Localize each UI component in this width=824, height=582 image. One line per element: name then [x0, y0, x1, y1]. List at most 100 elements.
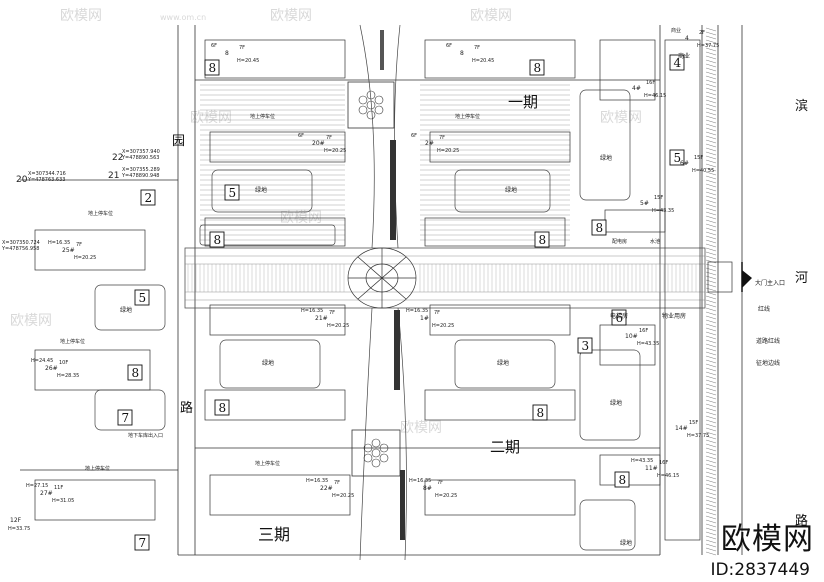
block-number-box — [591, 219, 607, 236]
building-height: H=20.25 — [327, 323, 349, 329]
block-number-text: 8 — [539, 233, 547, 247]
building-floors: 7F — [326, 135, 332, 141]
building-height: H=20.25 — [432, 323, 454, 329]
block-number-text: 3 — [582, 339, 590, 353]
building-number: 11# — [645, 465, 658, 472]
hatch-line — [705, 191, 717, 196]
building-number: 21# — [315, 315, 328, 322]
hatch-line — [705, 499, 717, 504]
hatch-line — [705, 59, 717, 64]
building-tag: 8#7FH=20.25H=16.35 — [409, 478, 457, 499]
building-number: 1# — [420, 315, 429, 322]
hatch-line — [705, 235, 717, 240]
block-number: 8 — [529, 59, 545, 76]
coord-y: Y=478756.958 — [1, 246, 39, 252]
east-road-hatch — [705, 27, 717, 556]
building-number: 5# — [640, 200, 649, 207]
building-number: 26# — [45, 365, 58, 372]
brand-logo-text: 欧模网 — [721, 522, 814, 557]
roundabout-plaza — [347, 247, 417, 309]
building-footprint — [429, 304, 571, 336]
gate-label: 大门主入口 — [755, 279, 785, 287]
block-number-text: 5 — [229, 186, 237, 200]
building-floors: 16F — [659, 460, 668, 466]
block-number-box — [669, 149, 685, 166]
block-number-text: 8 — [214, 233, 222, 247]
hatch-line — [705, 99, 717, 104]
hatch-line — [705, 519, 717, 524]
hatch-line — [705, 415, 717, 420]
site-boundary — [20, 25, 743, 556]
hatch-line — [705, 75, 717, 80]
building-footprint — [424, 389, 576, 421]
building-height: H=46.15 — [657, 473, 679, 479]
hatch-line — [705, 299, 717, 304]
block-number-box — [209, 231, 225, 248]
hatch-line — [705, 31, 717, 36]
block-number-text: 8 — [596, 221, 604, 235]
hatch-line — [705, 87, 717, 92]
hatch-line — [705, 143, 717, 148]
hatch-line — [705, 251, 717, 256]
hatch-line — [705, 331, 717, 336]
green-label: 绿地 — [600, 154, 612, 162]
coord-y: Y=478890.563 — [121, 155, 159, 161]
block-number-box — [577, 337, 593, 354]
building-floors: 15F — [694, 155, 703, 161]
block-number-box — [117, 409, 133, 426]
block-number-box — [204, 59, 220, 76]
hatch-line — [705, 267, 717, 272]
hatch-line — [705, 135, 717, 140]
hatch-line — [705, 151, 717, 156]
building-number: 14# — [675, 425, 688, 432]
building-sub-label: 商业 — [671, 27, 681, 34]
hatch-line — [705, 259, 717, 264]
hatch-line — [705, 539, 717, 544]
building-footprint — [204, 217, 346, 247]
building-tags: 87FH=20.456F87FH=20.456F42FH=37.75商业4#16… — [26, 27, 719, 504]
building-height: H=20.25 — [437, 148, 459, 154]
building-floors: 7F — [329, 310, 335, 316]
hatch-line — [705, 43, 717, 48]
block-number-text: 8 — [534, 61, 542, 75]
building-height: H=31.05 — [52, 498, 74, 504]
building-sub-label: H=27.15 — [26, 483, 48, 489]
hatch-line — [705, 263, 717, 268]
block-number-box — [614, 471, 630, 488]
hatch-line — [705, 443, 717, 448]
block-number-text: 7 — [139, 536, 147, 550]
hatch-line — [705, 487, 717, 492]
hatch-line — [705, 359, 717, 364]
parking-label: 地上停车位 — [88, 210, 113, 217]
hatch-line — [705, 383, 717, 388]
building-number: 4 — [685, 35, 689, 42]
hatch-line — [705, 95, 717, 100]
building-footprint — [599, 39, 656, 101]
building-height: H=46.15 — [644, 93, 666, 99]
hatch-line — [705, 375, 717, 380]
hatch-line — [705, 515, 717, 520]
building-sub-label: H=16.35 — [409, 478, 431, 484]
hatch-line — [705, 391, 717, 396]
hatch-line — [705, 195, 717, 200]
hatch-line — [705, 175, 717, 180]
coord-x: X=307344.716 — [28, 171, 66, 177]
hatch-line — [705, 315, 717, 320]
hatch-line — [705, 171, 717, 176]
hatch-line — [705, 527, 717, 532]
hatch-line — [705, 479, 717, 484]
plaza-north — [347, 81, 395, 129]
coordinate-callouts: 22 X=307357.940 Y=478890.563 21 X=307355… — [1, 149, 160, 252]
block-number: 8 — [534, 231, 550, 248]
building-footprint — [34, 479, 156, 521]
building-sub-label: 6F — [411, 133, 417, 139]
hatch-line — [705, 471, 717, 476]
building-floors: 7F — [474, 45, 480, 51]
hatch-line — [705, 231, 717, 236]
block-number-box — [529, 59, 545, 76]
building-floors: 7F — [437, 480, 443, 486]
watermark: 欧模网 — [10, 313, 52, 329]
hatch-line — [705, 35, 717, 40]
